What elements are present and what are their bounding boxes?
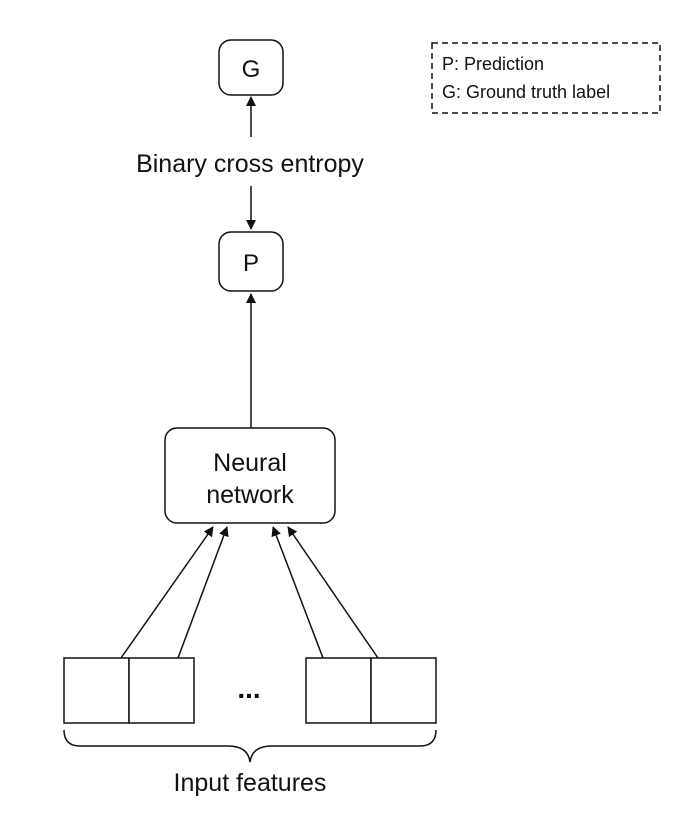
legend-item-prediction: P: Prediction bbox=[442, 54, 544, 74]
prediction-node: P bbox=[218, 231, 284, 292]
input-feature-box-1 bbox=[63, 657, 130, 724]
input-feature-box-2 bbox=[128, 657, 195, 724]
neural-network-box bbox=[164, 427, 336, 524]
legend-item-ground-truth: G: Ground truth label bbox=[442, 82, 610, 102]
ground-truth-node: G bbox=[218, 39, 284, 96]
neural-network-label-line2: network bbox=[206, 481, 294, 509]
input-features-caption: Input features bbox=[174, 769, 327, 797]
input-feature-box-3 bbox=[305, 657, 372, 724]
arrow-input-2-to-network bbox=[177, 526, 229, 659]
arrow-input-3-to-network bbox=[271, 526, 324, 659]
legend-box bbox=[431, 42, 661, 114]
loss-label: Binary cross entropy bbox=[136, 150, 364, 178]
ground-truth-box bbox=[218, 39, 284, 96]
ground-truth-label: G bbox=[242, 56, 261, 83]
arrow-input-1-to-network bbox=[120, 526, 214, 659]
neural-network-node: Neural network bbox=[164, 427, 336, 524]
input-features-brace bbox=[63, 729, 437, 763]
input-feature-box-4 bbox=[370, 657, 437, 724]
prediction-box bbox=[218, 231, 284, 292]
legend: P: Prediction G: Ground truth label bbox=[431, 42, 661, 114]
prediction-label: P bbox=[243, 250, 259, 277]
input-feature-ellipsis: ... bbox=[237, 673, 260, 704]
input-features-group: ... bbox=[63, 657, 437, 724]
neural-network-label-line1: Neural bbox=[213, 449, 287, 477]
arrow-input-4-to-network bbox=[287, 526, 379, 659]
